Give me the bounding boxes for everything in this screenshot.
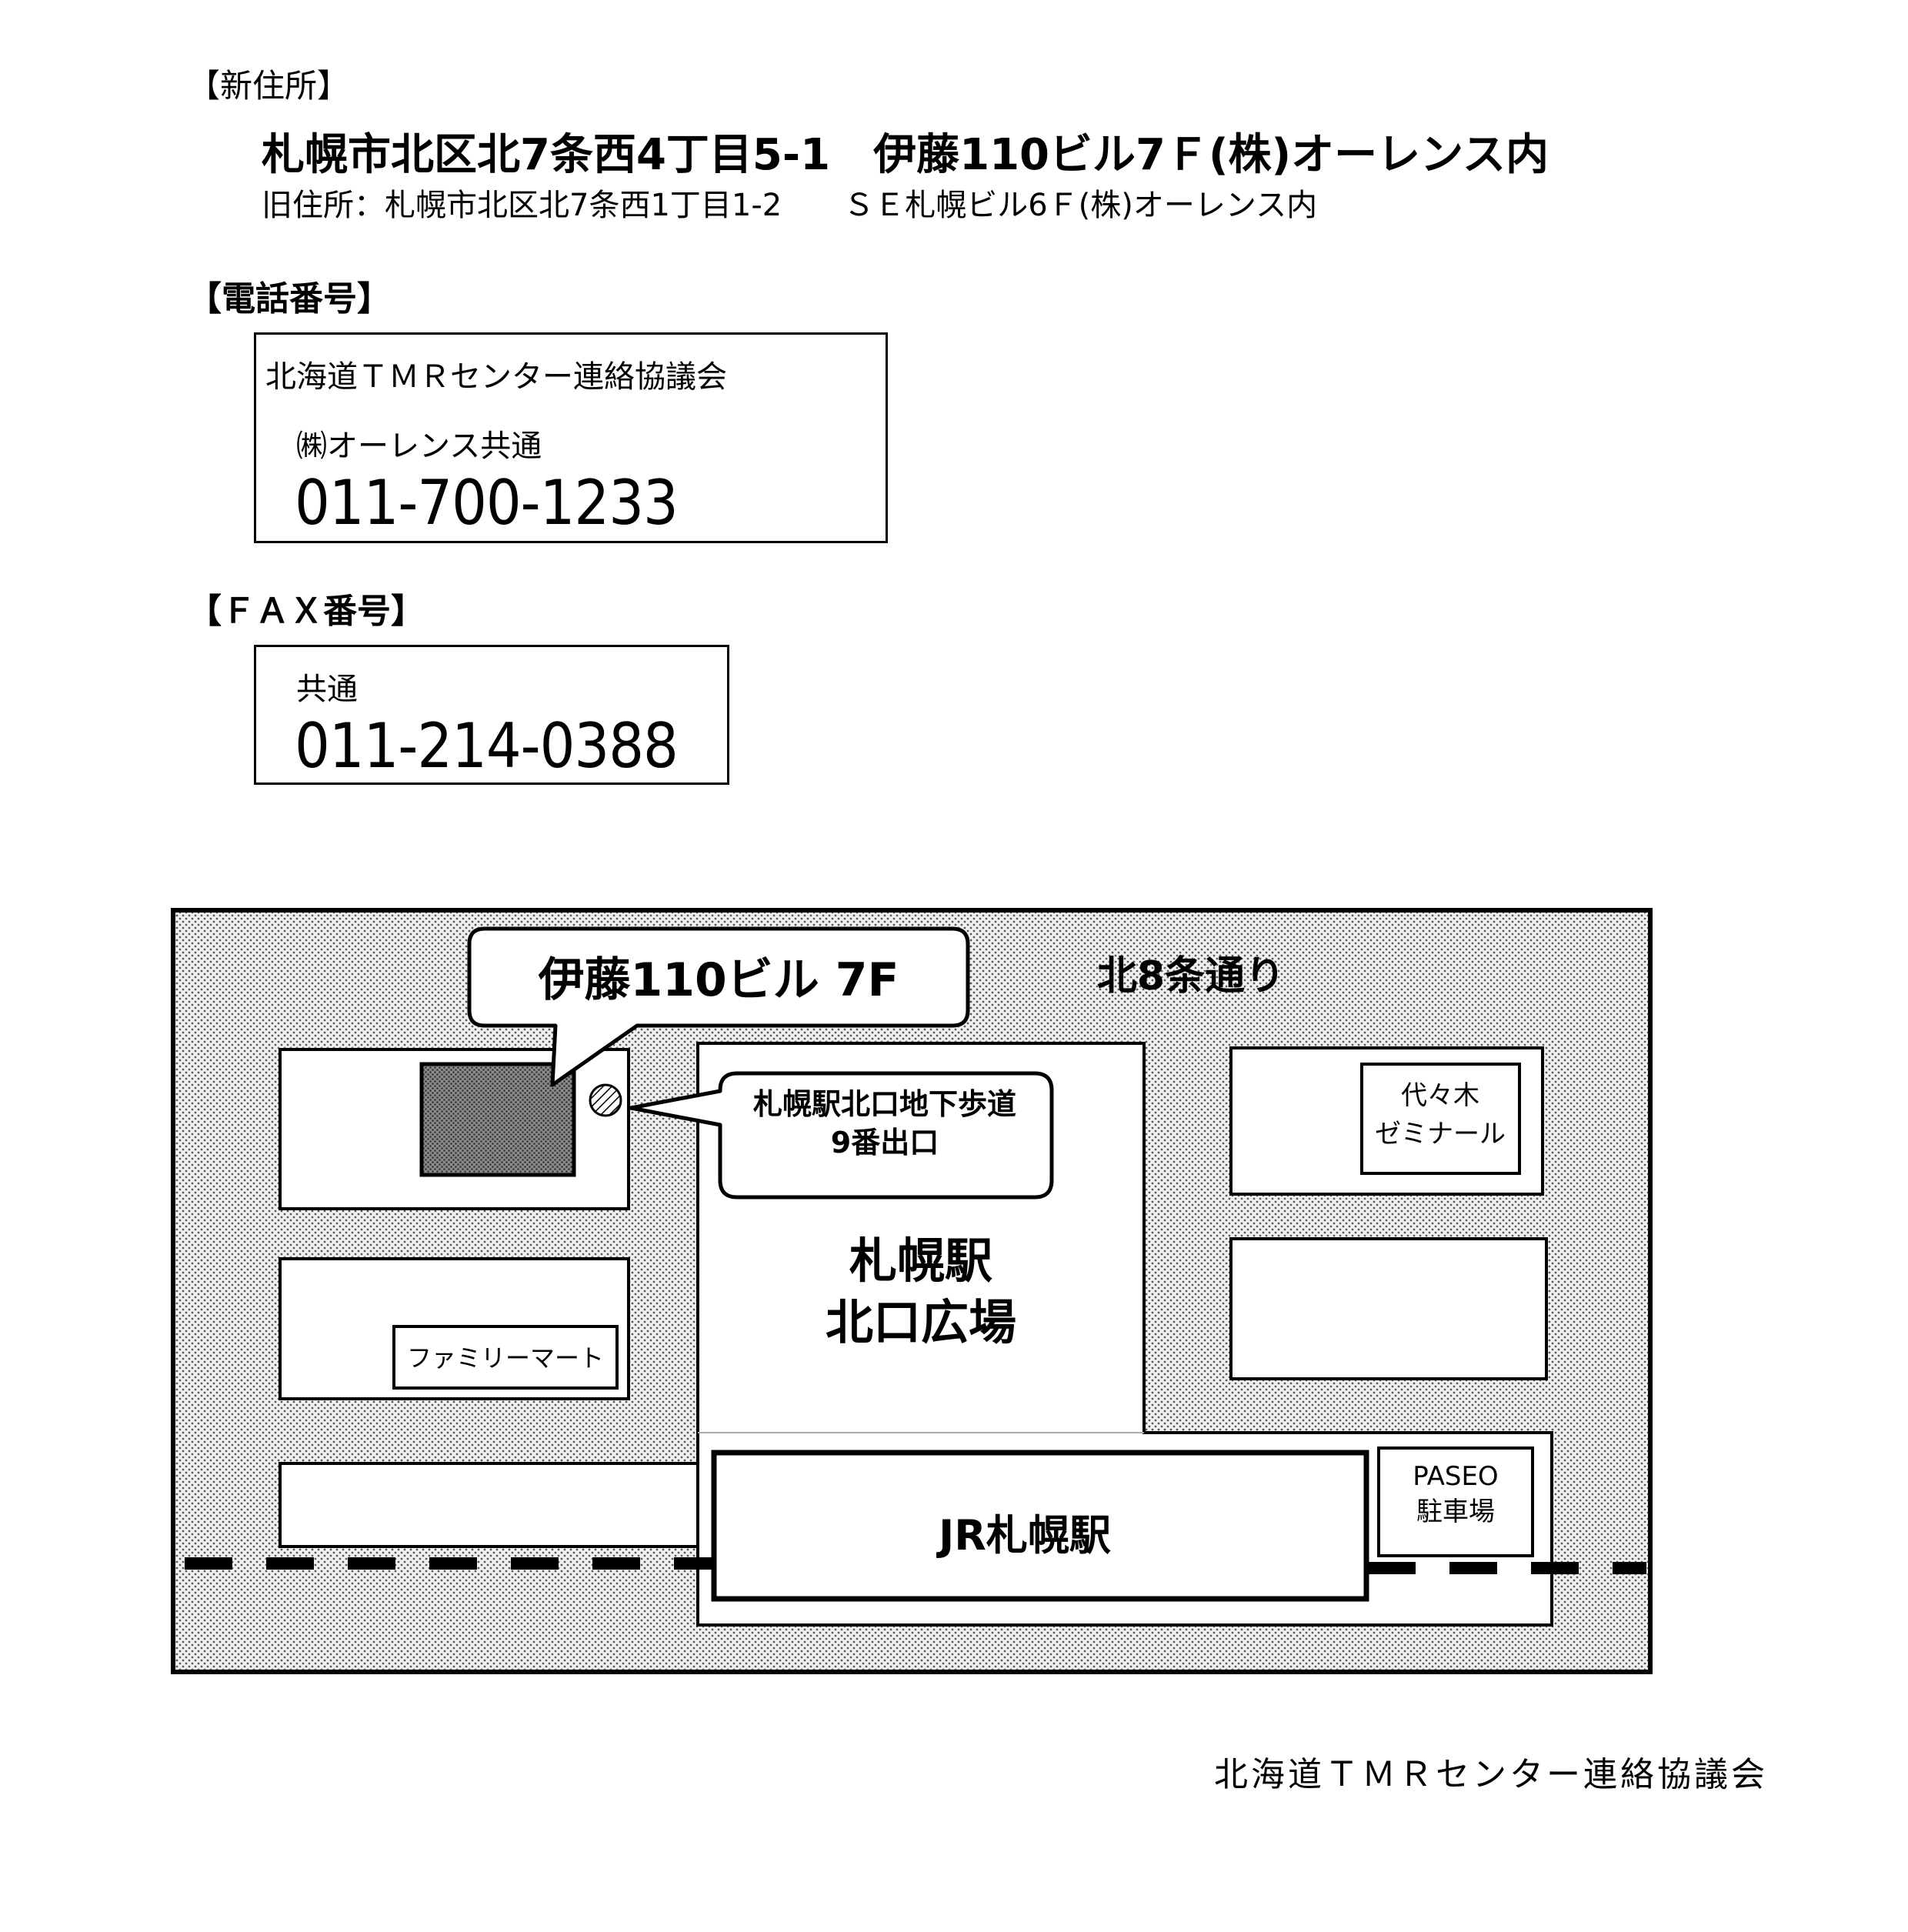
old-address: 旧住所：札幌市北区北7条西1丁目1-2 ＳＥ札幌ビル6Ｆ(株)オーレンス内 <box>262 188 1318 223</box>
fax-box: 共通 011-214-0388 <box>254 645 729 785</box>
yoyogi-label-box <box>1360 1063 1521 1175</box>
footer-org: 北海道ＴＭＲセンター連絡協議会 <box>1214 1755 1768 1794</box>
familymart-label: ファミリーマート <box>407 1343 604 1373</box>
exit-callout-line2: 9番出口 <box>831 1126 939 1160</box>
target-building <box>419 1062 576 1177</box>
paseo-label-line1: PASEO <box>1413 1461 1498 1492</box>
jr-station-label: JR札幌駅 <box>936 1511 1111 1560</box>
building-callout-bubble <box>467 926 970 1087</box>
block-right-middle <box>1229 1237 1548 1380</box>
exit-callout-line1: 札幌駅北口地下歩道 <box>753 1087 1016 1121</box>
fax-label: 共通 <box>296 672 358 707</box>
familymart-label-box <box>392 1325 619 1390</box>
phone-number[interactable]: 011-700-1233 <box>295 467 679 539</box>
building-callout-label: 伊藤110ビル 7F <box>538 953 899 1007</box>
exit-marker-icon <box>589 1083 622 1117</box>
block-bottom-left <box>279 1462 720 1548</box>
paseo-parking-box <box>1377 1446 1534 1557</box>
exit-callout-bubble <box>629 1071 1054 1200</box>
yoyogi-label-line2: ゼミナール <box>1375 1119 1506 1150</box>
street-label: 北8条通り <box>1097 953 1285 999</box>
fax-number: 011-214-0388 <box>295 710 679 782</box>
new-address-heading: 【新住所】 <box>188 67 350 105</box>
phone-heading: 【電話番号】 <box>188 279 391 319</box>
plaza-label-line2: 北口広場 <box>826 1294 1016 1350</box>
yoyogi-label-line1: 代々木 <box>1401 1080 1479 1111</box>
new-address: 札幌市北区北7条西4丁目5-1 伊藤110ビル7Ｆ(株)オーレンス内 <box>262 130 1549 180</box>
paseo-label-line2: 駐車場 <box>1416 1497 1495 1527</box>
jr-station-building <box>711 1450 1369 1602</box>
plaza-label-line1: 札幌駅 <box>849 1233 992 1289</box>
phone-org: 北海道ＴＭＲセンター連絡協議会 <box>265 359 727 395</box>
phone-box: 北海道ＴＭＲセンター連絡協議会 ㈱オーレンス共通 011-700-1233 <box>254 332 888 543</box>
phone-company: ㈱オーレンス共通 <box>296 429 542 464</box>
fax-heading: 【ＦＡＸ番号】 <box>188 592 425 631</box>
